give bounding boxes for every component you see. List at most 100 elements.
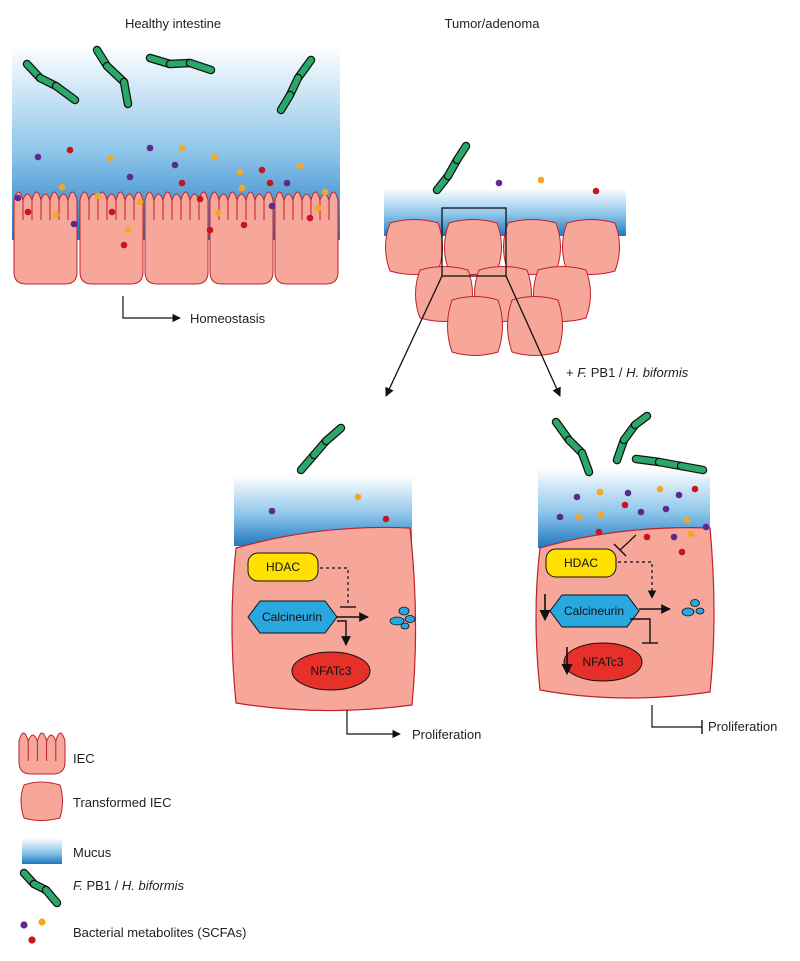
bacterium-icon (22, 59, 80, 105)
metabolite-dot (596, 488, 604, 496)
treated-calcineurin-label: Calcineurin (564, 604, 624, 618)
bacterium-icon (276, 55, 316, 115)
metabolite-dot (283, 179, 291, 187)
metabolite-dot (58, 183, 66, 191)
healthy-metabolites (14, 144, 329, 249)
treated-hdac-label: HDAC (564, 556, 598, 570)
metabolite-dot (675, 491, 683, 499)
legend-transformed-icon (20, 781, 63, 821)
bacterium-icon (92, 45, 133, 109)
tumor-bacteria (432, 141, 471, 195)
iec-cell (18, 732, 66, 775)
metabolite-dot (258, 166, 266, 174)
transformed-iec-cell (507, 296, 563, 356)
metabolite-dot (238, 184, 246, 192)
treated-vesicle-cluster-icon (681, 599, 705, 617)
metabolite-dot (683, 516, 691, 524)
healthy-title: Healthy intestine (125, 16, 221, 31)
transformed-iec-cell (444, 219, 502, 275)
bacterium-icon (631, 454, 708, 475)
treated-nfat-ellipse (563, 642, 643, 682)
metabolite-dot (136, 198, 144, 206)
healthy-bacteria (22, 45, 316, 115)
metabolite-dot (146, 144, 154, 152)
metabolite-dot (124, 226, 132, 234)
iec-cell (13, 191, 78, 285)
untreated-nfat-label: NFATc3 (310, 664, 351, 678)
legend-mucus-icon (22, 838, 62, 864)
metabolite-dot (126, 173, 134, 181)
metabolite-dot (236, 168, 244, 176)
metabolite-dot (178, 144, 186, 152)
metabolite-dot (296, 162, 304, 170)
metabolite-dot (624, 489, 632, 497)
legend-transformed-label: Transformed IEC (73, 795, 172, 810)
treated-hdac-box (545, 548, 617, 578)
treated-bacteria (551, 411, 708, 477)
metabolite-dot (354, 493, 362, 501)
treated-metabolite-inhibit-bar (613, 543, 627, 557)
legend-iec-label: IEC (73, 751, 95, 766)
arrow-to-untreated (385, 275, 443, 397)
treatment-label: + F. PB1 / H. biformis (566, 365, 689, 380)
metabolite-dot (34, 153, 42, 161)
bacterium-icon (612, 411, 652, 465)
transformed-iec-cell (385, 219, 443, 275)
treated-metabolites (556, 485, 710, 556)
untreated-nfat-ellipse (291, 651, 371, 691)
transformed-iec-cell (562, 219, 620, 275)
untreated-calcineurin-label: Calcineurin (262, 610, 322, 624)
legend-metabolites-label: Bacterial metabolites (SCFAs) (73, 925, 246, 940)
metabolite-dot (266, 179, 274, 187)
metabolite-dot (495, 179, 503, 187)
untreated-vesicle-cluster-icon (389, 606, 416, 630)
metabolite-dot (573, 493, 581, 501)
tumor-title: Tumor/adenoma (445, 16, 541, 31)
metabolite-dot (196, 195, 204, 203)
metabolite-dot (240, 221, 248, 229)
metabolite-dot (597, 511, 605, 519)
homeostasis-arrow (122, 296, 181, 323)
metabolite-dot (662, 505, 670, 513)
untreated-proliferation-arrow (346, 710, 401, 739)
metabolite-dot (14, 194, 22, 202)
bacterium-icon (19, 868, 62, 908)
metabolite-dot (702, 523, 710, 531)
metabolite-dot (268, 202, 276, 210)
metabolite-dot (595, 528, 603, 536)
bacterium-icon (551, 417, 594, 477)
treated-nfat-label: NFATc3 (582, 655, 623, 669)
arrow-to-treated (505, 275, 561, 397)
metabolite-dot (52, 211, 60, 219)
metabolite-dot (637, 508, 645, 516)
metabolite-dot (206, 226, 214, 234)
metabolite-dot (24, 208, 32, 216)
metabolite-dot (306, 214, 314, 222)
metabolite-dot (575, 513, 583, 521)
untreated-calcineurin-arrow-down (337, 620, 351, 646)
metabolite-dot (70, 220, 78, 228)
iec-cell (274, 191, 339, 285)
homeostasis-label: Homeostasis (190, 311, 266, 326)
legend-mucus-label: Mucus (73, 845, 112, 860)
metabolite-dot (537, 176, 545, 184)
metabolite-dot (314, 204, 322, 212)
metabolite-dot (321, 188, 329, 196)
metabolite-dot (691, 485, 699, 493)
metabolite-dot (268, 507, 276, 515)
legend-metabolites-icon (20, 918, 46, 944)
metabolite-dot (211, 153, 219, 161)
treated-metabolite-inhibit-line (619, 534, 637, 551)
tumor-cells (385, 219, 620, 356)
zoom-box (441, 207, 507, 277)
bacterium-icon (296, 423, 346, 475)
transformed-iec-cell (447, 296, 503, 356)
iec-cell (144, 191, 209, 285)
metabolite-dot (382, 515, 390, 523)
bacterium-icon (432, 141, 471, 195)
treated-proliferation-inhibit-line (651, 705, 702, 728)
metabolite-dot (214, 209, 222, 217)
healthy-epithelium (13, 191, 339, 285)
transformed-iec-cell (503, 219, 561, 275)
